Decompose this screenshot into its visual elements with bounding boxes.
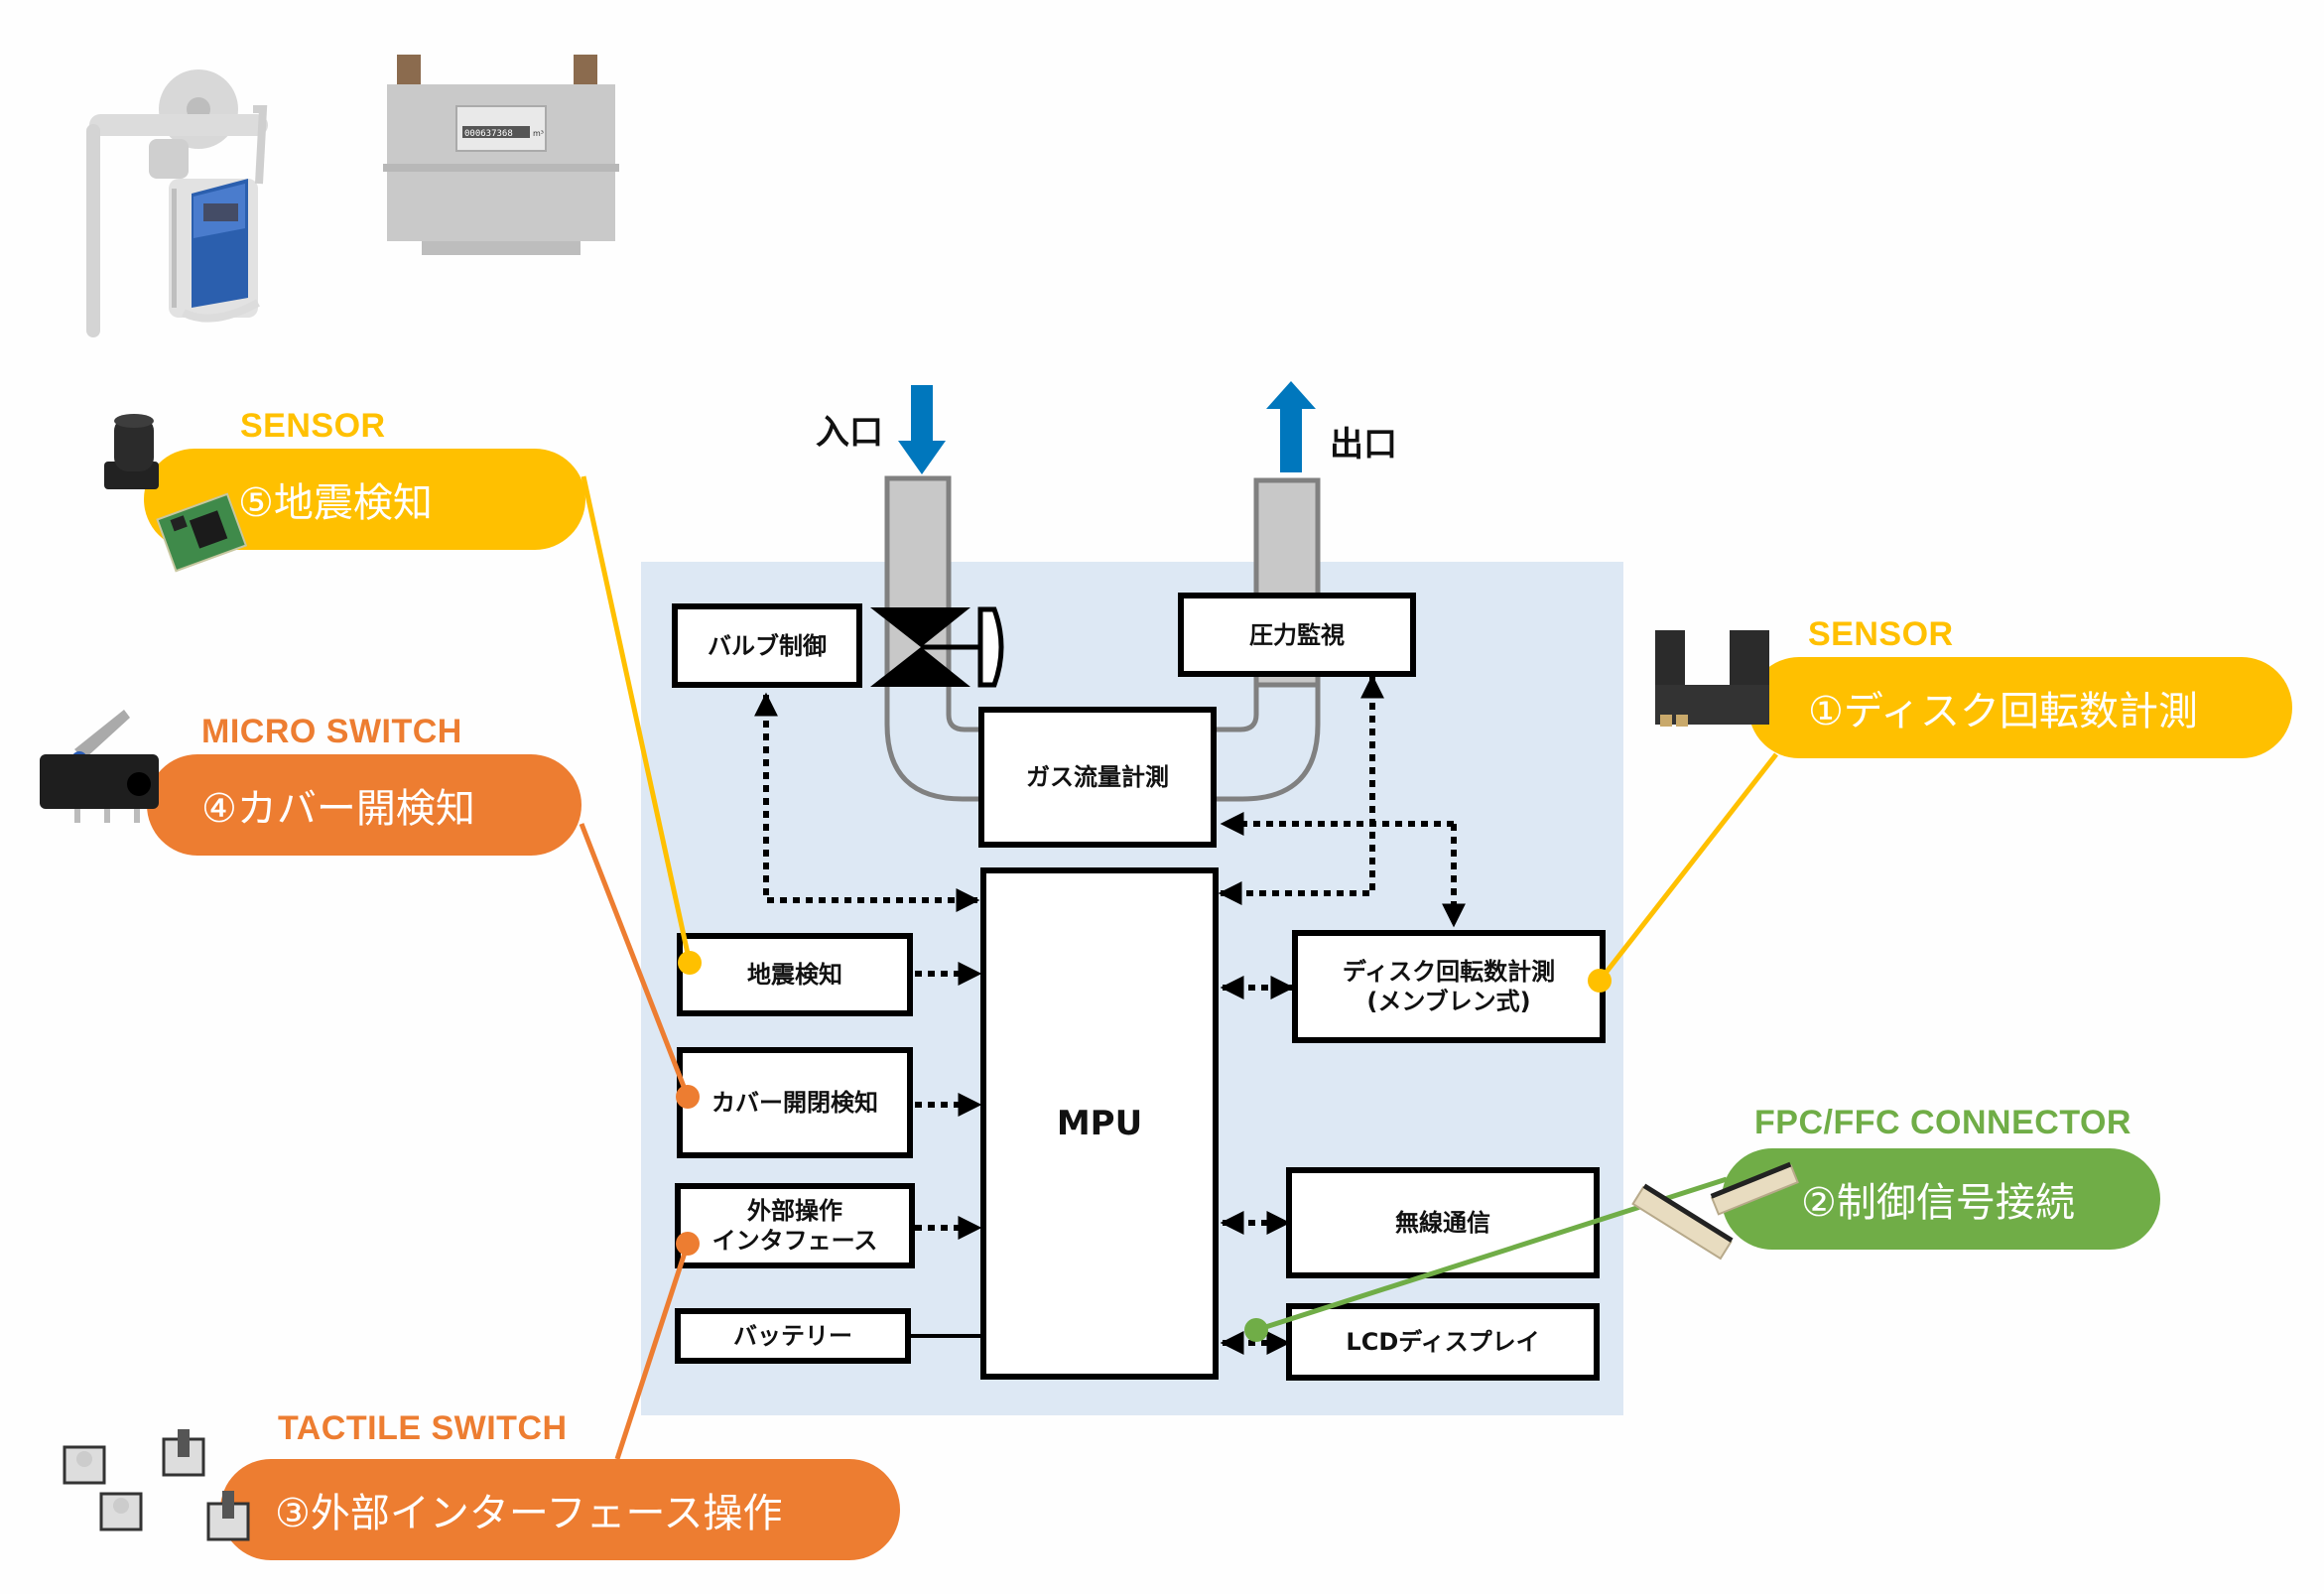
- micro-switch-photo: [35, 700, 184, 853]
- valve-control-block: バルブ制御: [672, 603, 862, 688]
- gas-flow-block: ガス流量計測: [978, 707, 1217, 848]
- earthquake-label: 地震検知: [747, 961, 842, 989]
- cover-detect-block: カバー開閉検知: [677, 1047, 913, 1158]
- callout-category-disk: SENSOR: [1808, 615, 1954, 653]
- callout-disk-label: ①ディスク回転数計測: [1808, 689, 2199, 734]
- tactile-switch-photos: [60, 1429, 278, 1562]
- meter-unit: m³: [533, 129, 544, 138]
- callout-category-earthquake: SENSOR: [240, 407, 386, 445]
- callout-category-connector: FPC/FFC CONNECTOR: [1754, 1104, 2131, 1141]
- outlet-arrow-icon: [1266, 381, 1316, 472]
- pressure-monitor-label: 圧力監視: [1249, 620, 1345, 649]
- callout-category-cover: MICRO SWITCH: [201, 713, 462, 750]
- disk-rotation-label-2: (メンブレン式): [1366, 988, 1531, 1015]
- inlet-arrow-icon: [898, 385, 946, 474]
- callout-category-external: TACTILE SWITCH: [278, 1409, 568, 1447]
- callout-cover-label: ④カバー開検知: [201, 786, 475, 832]
- mpu-block: MPU: [980, 867, 1219, 1380]
- earthquake-block: 地震検知: [677, 933, 913, 1016]
- callout-connector-label: ②制御信号接続: [1801, 1180, 2075, 1226]
- smart-gas-meter-illustration: [74, 55, 293, 342]
- callout-earthquake-label: ⑤地震検知: [238, 480, 433, 526]
- pressure-monitor-block: 圧力監視: [1178, 593, 1416, 677]
- callout-external-label: ③外部インターフェース操作: [275, 1491, 783, 1536]
- valve-control-label: バルブ制御: [708, 631, 827, 660]
- photo-interrupter-photo: [1650, 625, 1779, 738]
- leader-disk: [1598, 752, 1778, 983]
- disk-rotation-label-1: ディスク回転数計測: [1342, 958, 1556, 986]
- callout-disk: ①ディスク回転数計測: [1748, 657, 2292, 758]
- external-interface-block: 外部操作 インタフェース: [675, 1183, 915, 1268]
- callout-cover: ④カバー開検知: [147, 754, 581, 856]
- battery-block: バッテリー: [675, 1308, 911, 1364]
- wireless-block: 無線通信: [1286, 1167, 1600, 1278]
- meter-reading: 000637368: [464, 129, 513, 139]
- mpu-label: MPU: [1056, 1103, 1143, 1143]
- lcd-display-block: LCDディスプレイ: [1286, 1303, 1600, 1381]
- callout-external: ③外部インターフェース操作: [220, 1459, 900, 1560]
- diaphragm-gas-meter-illustration: 000637368 m³: [377, 55, 625, 258]
- wireless-label: 無線通信: [1395, 1209, 1490, 1237]
- battery-label: バッテリー: [733, 1322, 852, 1350]
- callout-earthquake: ⑤地震検知: [144, 449, 585, 550]
- callout-connector: ②制御信号接続: [1722, 1148, 2160, 1250]
- inlet-label: 入口: [816, 413, 883, 453]
- outlet-label: 出口: [1330, 425, 1397, 465]
- external-interface-label-1: 外部操作: [747, 1197, 842, 1225]
- earthquake-sensor-photo: [94, 407, 263, 580]
- disk-rotation-block: ディスク回転数計測 (メンブレン式): [1292, 930, 1606, 1043]
- lcd-display-label: LCDディスプレイ: [1346, 1328, 1540, 1356]
- gas-flow-label: ガス流量計測: [1026, 763, 1169, 791]
- cover-detect-label: カバー開閉検知: [711, 1089, 878, 1117]
- external-interface-label-2: インタフェース: [711, 1227, 878, 1255]
